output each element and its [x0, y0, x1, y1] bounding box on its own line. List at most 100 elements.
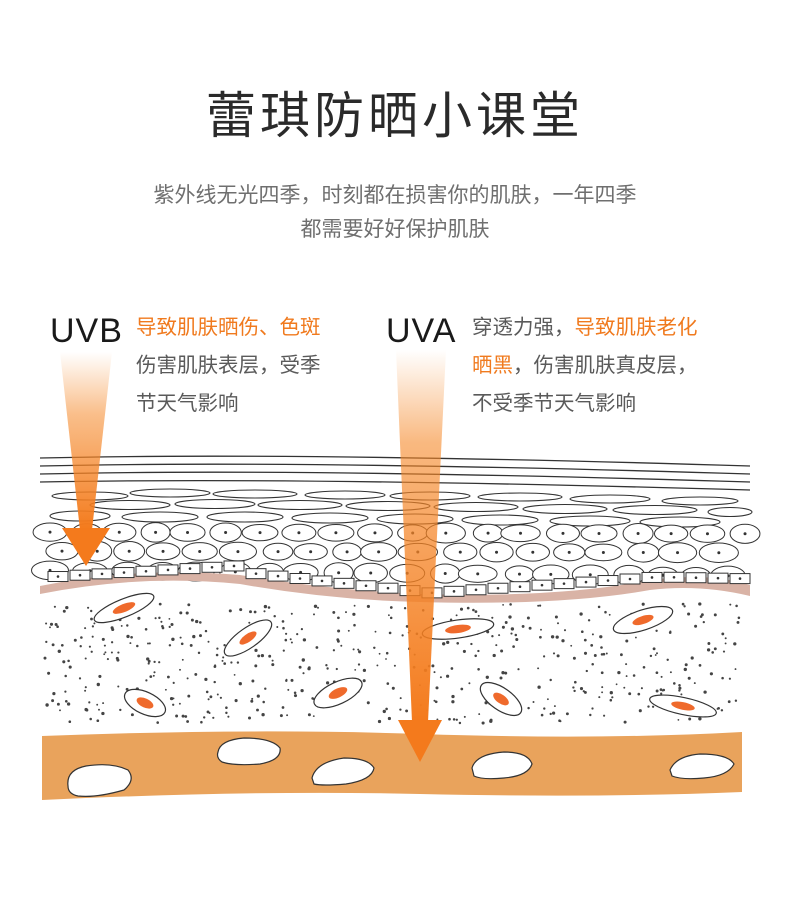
cell-nucleus [377, 550, 381, 554]
cell-nucleus [694, 576, 698, 580]
cell-nucleus [309, 550, 313, 554]
fiber-dot [293, 694, 298, 698]
fiber-dot [724, 637, 727, 640]
fiber-dot [572, 686, 575, 689]
cell-nucleus [258, 531, 262, 535]
fiber-dot [172, 681, 175, 684]
fiber-dot [225, 711, 228, 715]
fiber-dot [161, 624, 164, 628]
fiber-dot [206, 710, 210, 714]
fiber-dot [289, 638, 292, 641]
uva-desc-line-1-highlight: 导致肌肤老化 [574, 315, 698, 339]
fiber-dot [147, 662, 150, 665]
fiber-dot [460, 687, 464, 691]
fiber-dot [591, 707, 594, 710]
fiber-dot [660, 675, 663, 678]
fiber-dot [570, 644, 573, 647]
fiber-dot [699, 615, 703, 618]
fiber-dot [388, 614, 390, 617]
fiber-dot [184, 715, 188, 718]
fiber-dot [91, 625, 95, 628]
fiber-dot [64, 699, 68, 703]
fiber-dot [579, 612, 583, 616]
fiber-dot [388, 631, 392, 635]
cell-nucleus [342, 582, 346, 585]
fiber-dot [98, 674, 102, 678]
fiber-dot [542, 655, 546, 658]
fiber-dot [248, 621, 251, 624]
fiber-dot [152, 674, 155, 677]
subtitle: 紫外线无光四季，时刻都在损害你的肌肤，一年四季 都需要好好保护肌肤 [0, 178, 790, 246]
cell-nucleus [518, 585, 522, 588]
fiber-dot [373, 646, 376, 650]
uvb-desc-line-2: 伤害肌肤表层，受季 [136, 353, 321, 377]
fiber-dot [431, 664, 435, 668]
fiber-dot [179, 636, 182, 639]
fiber-dot [311, 697, 314, 700]
fiber-dot [526, 616, 530, 620]
fiber-dot [603, 714, 606, 717]
fiber-dot [148, 642, 151, 645]
fiber-dot [236, 661, 240, 664]
fiber-dot [301, 658, 305, 662]
fiber-dot [649, 654, 653, 658]
uvb-description: 导致肌肤晒伤、色斑 伤害肌肤表层，受季 节天气影响 [136, 308, 321, 422]
fiber-dot [117, 685, 120, 688]
fiber-dot [609, 698, 613, 702]
fiber-dot [709, 672, 713, 676]
fiber-dot [238, 682, 242, 686]
uvb-label: UVB [50, 312, 123, 350]
fiber-dot [73, 638, 77, 642]
fiber-dot [326, 667, 329, 670]
fiber-dot [200, 720, 203, 724]
fiber-dot [221, 659, 224, 662]
fiber-dot [433, 671, 436, 674]
fiber-dot [451, 700, 455, 704]
fiber-dot [481, 721, 485, 725]
fiber-dot [302, 672, 305, 675]
cell-nucleus [198, 549, 202, 553]
fiber-dot [52, 692, 56, 696]
fiber-dot [251, 679, 255, 683]
fiber-dot [585, 669, 588, 673]
fiber-dot [205, 690, 209, 694]
fiber-dot [642, 665, 646, 669]
fiber-dot [261, 713, 265, 717]
fiber-dot [110, 641, 114, 644]
fiber-dot [555, 635, 559, 639]
fiber-dot [146, 657, 150, 661]
fiber-dot [230, 661, 233, 664]
fiber-dot [307, 713, 311, 717]
fiber-dot [389, 616, 393, 620]
cell-nucleus [276, 574, 280, 578]
fiber-dot [268, 654, 272, 658]
page-title: 蕾琪防晒小课堂 [206, 87, 584, 145]
cell-nucleus [650, 576, 654, 579]
fiber-dot [604, 610, 607, 614]
fiber-dot [101, 711, 105, 716]
cell-nucleus [320, 579, 324, 583]
fiber-dot [228, 609, 232, 613]
cell-nucleus [154, 530, 158, 534]
fiber-dot [587, 619, 591, 622]
fiber-dot [282, 626, 285, 630]
fiber-dot [156, 721, 159, 724]
cell-nucleus [540, 583, 544, 587]
fiber-dot [130, 635, 133, 639]
uva-label: UVA [386, 312, 457, 350]
fiber-dot [605, 652, 608, 655]
fiber-dot [312, 613, 316, 616]
fiber-dot [175, 714, 179, 718]
fiber-dot [84, 627, 87, 630]
fiber-dot [66, 702, 71, 706]
fiber-dot [543, 707, 546, 710]
cell-nucleus [672, 575, 676, 579]
uva-desc-line-3: 不受季节天气影响 [472, 391, 636, 415]
fiber-dot [374, 630, 377, 633]
cell-nucleus [444, 531, 448, 535]
subtitle-line-1: 紫外线无光四季，时刻都在损害你的肌肤，一年四季 [153, 183, 637, 207]
fiber-dot [166, 675, 170, 679]
fiber-dot [681, 602, 685, 606]
cell-nucleus [254, 572, 258, 575]
fiber-dot [106, 658, 109, 661]
